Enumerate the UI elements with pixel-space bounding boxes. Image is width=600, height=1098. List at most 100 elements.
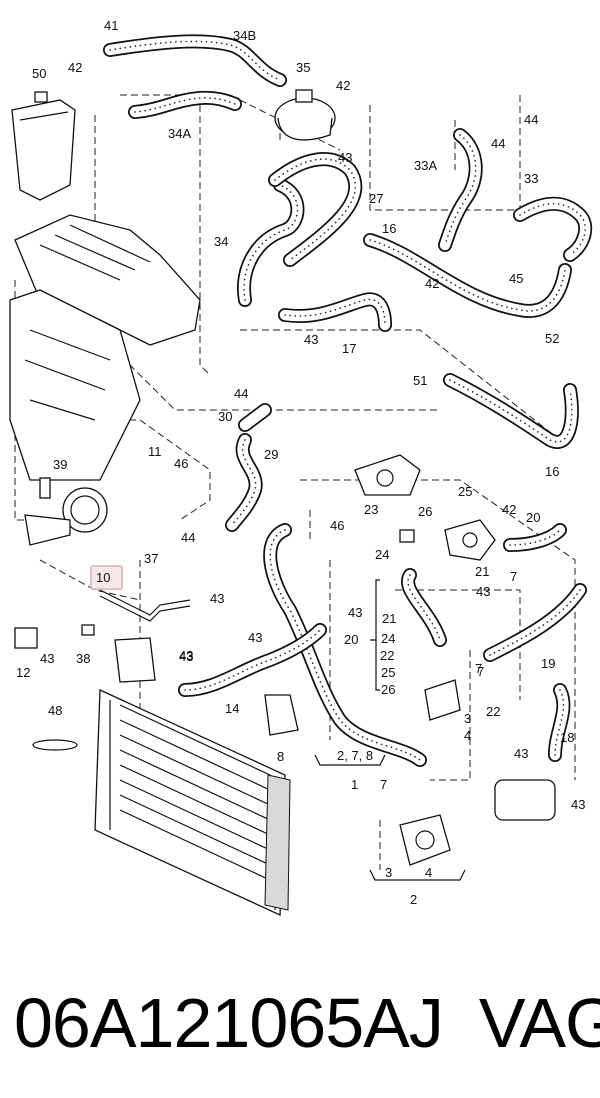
callout-label: 16 <box>545 464 559 479</box>
callout-label: 37 <box>144 551 158 566</box>
callout-label: 21 <box>382 611 396 626</box>
callout-label: 3 <box>464 711 471 726</box>
callout-label: 2, 7, 8 <box>337 748 373 763</box>
callout-label: 20 <box>344 632 358 647</box>
radiator-1 <box>94 689 291 916</box>
hose-14 <box>178 623 327 697</box>
callout-label: 45 <box>509 271 523 286</box>
callout-label: 34 <box>214 234 228 249</box>
hose-16-lower <box>443 373 579 449</box>
callout-label: 2 <box>410 892 417 907</box>
callout-label: 34A <box>168 126 191 141</box>
expansion-tank-50 <box>11 91 76 201</box>
callout-label: 48 <box>48 703 62 718</box>
callout-label: 4 <box>425 865 432 880</box>
callout-label: 46 <box>330 518 344 533</box>
callout-label: 29 <box>264 447 278 462</box>
callout-label: 16 <box>382 221 396 236</box>
callout-label: 42 <box>425 276 439 291</box>
callout-label: 22 <box>486 704 500 719</box>
callout-label: 43 <box>179 648 193 663</box>
coolant-reservoir-35 <box>274 89 336 141</box>
callout-label: 43 <box>248 630 262 645</box>
callout-label: 20 <box>526 510 540 525</box>
hose-34 <box>237 178 305 307</box>
callout-label: 12 <box>16 665 30 680</box>
callout-label: 44 <box>234 386 248 401</box>
part-number: 06A121065AJ <box>14 984 444 1062</box>
callout-label: 44 <box>181 530 195 545</box>
callout-label: 46 <box>174 456 188 471</box>
callout-label: 25 <box>381 665 395 680</box>
hose-17 <box>278 292 392 332</box>
callout-label: 26 <box>381 682 395 697</box>
hose-19 <box>483 583 587 662</box>
hose-30 <box>238 403 272 432</box>
clip-48 <box>32 739 78 751</box>
callout-label: 50 <box>32 66 46 81</box>
callout-label: 26 <box>418 504 432 519</box>
callout-label: 11 <box>148 444 162 459</box>
callout-label: 35 <box>296 60 310 75</box>
callout-label: 44 <box>491 136 505 151</box>
hose-16-long <box>363 233 572 318</box>
callout-label: 24 <box>381 631 395 646</box>
hose-16-upper <box>268 152 363 267</box>
base-bracket <box>314 754 466 881</box>
callout-label: 1 <box>351 777 358 792</box>
callout-label: 24 <box>375 547 389 562</box>
callout-label: 7 <box>380 777 387 792</box>
callout-label: 43 <box>514 746 528 761</box>
cooling-system-exploded-diagram: 41 34B 50 42 35 42 34A 43 44 27 33A 44 3… <box>9 18 593 916</box>
hose-18 <box>548 683 571 762</box>
callout-label: 42 <box>336 78 350 93</box>
callout-label: 42 <box>502 502 516 517</box>
hose-main-radiator <box>263 523 427 767</box>
small-reservoir <box>114 637 156 683</box>
callout-label: 7 <box>475 661 482 676</box>
callout-label: 43 <box>40 651 54 666</box>
callout-label: 21 <box>475 564 489 579</box>
callout-labels: 41 34B 50 42 35 42 34A 43 44 27 33A 44 3… <box>16 18 585 907</box>
hose-34a <box>128 90 242 119</box>
callout-label: 34B <box>233 28 256 43</box>
callout-label: 19 <box>541 656 555 671</box>
oil-cooler-oval <box>494 779 556 821</box>
callout-label: 42 <box>68 60 82 75</box>
callout-label: 7 <box>510 569 517 584</box>
flange-23 <box>354 454 421 496</box>
callout-label: 18 <box>560 730 574 745</box>
callout-label: 17 <box>342 341 356 356</box>
callout-label: 43 <box>210 591 224 606</box>
callout-label: 38 <box>76 651 90 666</box>
hose-20-pipe <box>503 523 567 552</box>
hose-center-7 <box>401 568 447 647</box>
legend-bracket <box>370 579 380 691</box>
callout-label: 41 <box>104 18 118 33</box>
callout-label: 10 <box>96 570 110 585</box>
highlight-box-10 <box>90 565 123 590</box>
engine-block <box>9 214 201 546</box>
callout-label: 43 <box>338 150 352 165</box>
callout-label: 43 <box>179 649 193 664</box>
hose-29 <box>225 433 263 532</box>
callout-label: 4 <box>464 728 471 743</box>
callout-label: 3 <box>385 865 392 880</box>
callout-label: 25 <box>458 484 472 499</box>
callout-label: 22 <box>380 648 394 663</box>
callout-label: 14 <box>225 701 239 716</box>
hose-33 <box>513 196 593 262</box>
callout-label: 27 <box>369 191 383 206</box>
callout-label: 51 <box>413 373 427 388</box>
callout-label: 44 <box>524 112 538 127</box>
callout-label: 33 <box>524 171 538 186</box>
connector-2 <box>399 814 451 866</box>
callout-label: 43 <box>348 605 362 620</box>
hose-34b <box>103 34 287 87</box>
callout-label: 7 <box>477 664 484 679</box>
callout-label: 8 <box>277 749 284 764</box>
fittings <box>14 477 415 736</box>
callout-label: 39 <box>53 457 67 472</box>
